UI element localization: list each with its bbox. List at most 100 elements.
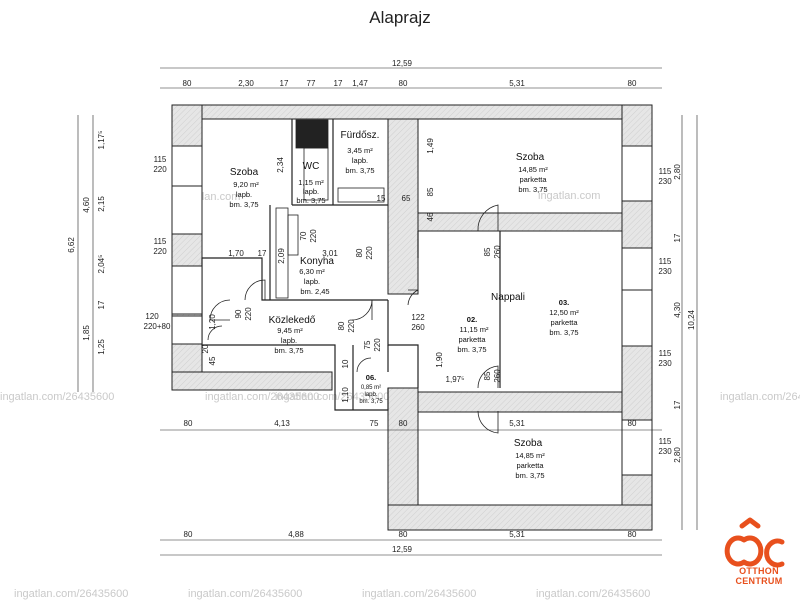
- dim-inner: 10: [341, 359, 350, 368]
- room-02-height: bm. 3,75: [457, 345, 486, 354]
- dim-seg: 80: [628, 79, 637, 88]
- room-szoba-1-area: 9,20 m²: [233, 180, 259, 189]
- room-03-area: 12,50 m²: [549, 308, 579, 317]
- dim-seg: 4,13: [274, 419, 290, 428]
- dim-left-c2: 2,15: [97, 196, 106, 212]
- dim-total-bottom: 12,59: [392, 545, 413, 554]
- dim-inner: 45: [208, 356, 217, 365]
- watermark: ingatlan.com/26435600: [536, 588, 650, 600]
- room-furdo-area: 3,45 m²: [347, 146, 373, 155]
- door-width: 90: [234, 309, 243, 318]
- room-02-area: 11,15 m²: [459, 325, 489, 334]
- dim-seg: 80: [628, 530, 637, 539]
- door-width: 75: [363, 340, 372, 349]
- window-width: 115: [659, 257, 672, 266]
- dim-inner: 46: [426, 212, 435, 221]
- dims-mid: 80 4,13 75 80 5,31 80: [184, 419, 637, 428]
- room-szoba-1-height: bm. 3,75: [229, 200, 258, 209]
- window-width: 115: [659, 167, 672, 176]
- dim-seg: 80: [399, 79, 408, 88]
- dim-seg: 5,31: [509, 79, 525, 88]
- room-szoba-2-floor: parketta: [519, 175, 547, 184]
- room-konyha-floor: lapb.: [304, 277, 320, 286]
- room-06-floor: lapb.: [364, 392, 377, 398]
- window-labels: 115 220 115 220 120 220+80 115 230 115 2…: [144, 155, 673, 456]
- dim-inner: 1,90: [435, 352, 444, 368]
- dim-inner: 2,34: [276, 157, 285, 173]
- room-03-height: bm. 3,75: [549, 328, 578, 337]
- dims-bottom: 80 4,88 80 5,31 80 12,59: [184, 530, 637, 554]
- watermark: ingatlan.com/26435600: [205, 391, 319, 403]
- window-height: 230: [658, 177, 672, 186]
- room-03-id: 03.: [559, 298, 569, 307]
- room-wc-floor: lapb.: [303, 187, 319, 196]
- room-06-area: 0,85 m²: [361, 385, 381, 391]
- dim-left-a: 4,60: [82, 197, 91, 213]
- room-furdo-height: bm. 3,75: [345, 166, 374, 175]
- dims-right: 10,24 2,80 17 4,30 17 2,80: [673, 164, 696, 463]
- room-szoba-3-height: bm. 3,75: [515, 471, 544, 480]
- door-height: 220: [244, 307, 253, 321]
- door-height: 260: [493, 245, 502, 259]
- dim-seg: 4,88: [288, 530, 304, 539]
- dim-inner: 3,01: [322, 249, 338, 258]
- watermark: ingatlan.com/26435600: [275, 391, 389, 403]
- door-width: 85: [483, 371, 492, 380]
- watermark: ingatlan.com/26435600: [188, 588, 302, 600]
- watermark: ingatlan.com/26435600: [362, 588, 476, 600]
- dim-seg: 80: [399, 419, 408, 428]
- dim-right-total: 10,24: [687, 309, 696, 330]
- door-width: 85: [483, 247, 492, 256]
- room-szoba-3-area: 14,85 m²: [515, 451, 545, 460]
- watermark: ingatlan.com: [538, 190, 600, 202]
- dim-inner: 17: [258, 249, 267, 258]
- dim-left-c3: 2,04⁵: [97, 255, 106, 274]
- watermark: ingatlan.com/26435600: [0, 391, 114, 403]
- window-height: 220: [153, 165, 167, 174]
- door-height: 260: [411, 323, 425, 332]
- dim-inner: 1,10: [341, 387, 350, 403]
- dim-right-d: 17: [673, 233, 682, 242]
- window-height: 220: [153, 247, 167, 256]
- room-wc-area: 1,15 m²: [298, 178, 324, 187]
- room-szoba-2-area: 14,85 m²: [518, 165, 548, 174]
- door-width: 122: [411, 313, 425, 322]
- dim-seg: 5,31: [509, 530, 525, 539]
- room-06-height: bm. 3,75: [359, 399, 383, 405]
- dim-seg: 77: [307, 79, 316, 88]
- dim-inner: 20: [201, 344, 210, 353]
- room-kozlekedo-height: bm. 3,75: [274, 346, 303, 355]
- watermark: ingatlan.com/26435600: [720, 391, 800, 403]
- dim-seg: 80: [399, 530, 408, 539]
- window-height: 230: [658, 447, 672, 456]
- room-02-floor: parketta: [458, 335, 486, 344]
- window-width: 115: [659, 437, 672, 446]
- room-konyha-height: bm. 2,45: [300, 287, 329, 296]
- window-height: 230: [658, 359, 672, 368]
- room-szoba-2-height: bm. 3,75: [518, 185, 547, 194]
- dim-seg: 17: [280, 79, 289, 88]
- window-width: 115: [659, 349, 672, 358]
- room-szoba-1-name: Szoba: [230, 167, 259, 178]
- dim-left-outer: 6,62: [67, 237, 76, 253]
- brand-text: OTTHON CENTRUM: [722, 566, 796, 586]
- room-wc-height: bm. 3,75: [296, 196, 325, 205]
- door-height: 220: [309, 229, 318, 243]
- door-height: 220+80: [144, 322, 171, 331]
- inner-dims: 2,34 1,49 85 46 15 65 1,70 17 3,01 2,09 …: [201, 138, 502, 403]
- fixtures: [275, 119, 385, 299]
- room-kozlekedo-name: Közlekedő: [269, 315, 316, 326]
- dim-inner: 1,20: [208, 314, 217, 330]
- dims-left: 6,62 4,60 1,85 1,17⁵ 2,15 2,04⁵ 17 1,25: [67, 131, 106, 355]
- door-width: 120: [145, 312, 159, 321]
- room-szoba-2-name: Szoba: [516, 152, 545, 163]
- dim-left-c4: 1,25: [97, 339, 106, 355]
- door-height: 220: [373, 338, 382, 352]
- dim-inner: 65: [402, 194, 411, 203]
- partitions: [201, 119, 501, 411]
- dim-seg: 2,30: [238, 79, 254, 88]
- window-width: 115: [154, 237, 167, 246]
- dim-right-e: 17: [673, 400, 682, 409]
- room-konyha-name: Konyha: [300, 256, 334, 267]
- window-height: 230: [658, 267, 672, 276]
